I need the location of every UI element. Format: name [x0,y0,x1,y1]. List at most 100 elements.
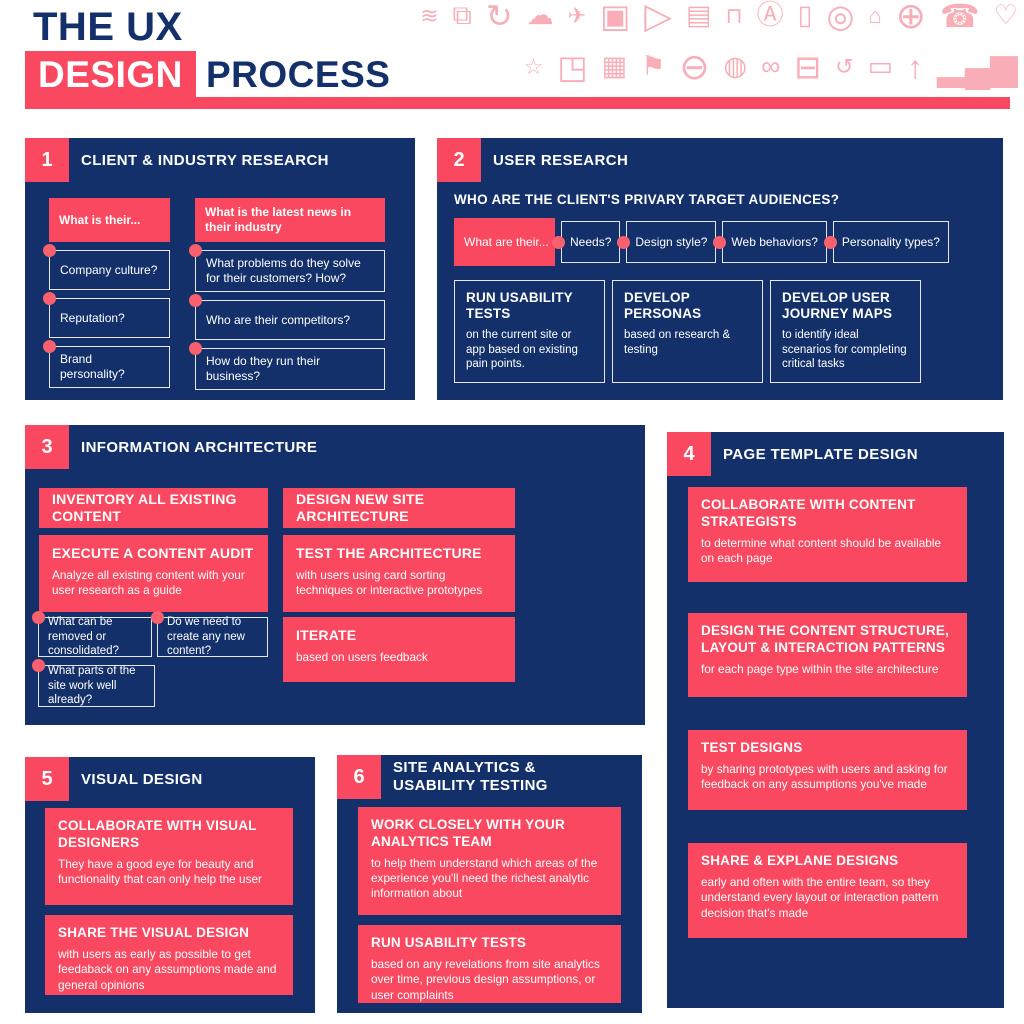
step-title: DESIGN THE CONTENT STRUCTURE, LAYOUT & I… [701,623,950,655]
audience-option-label: Personality types? [841,235,940,249]
audit-question-label: Do we need to create any new content? [167,616,245,658]
step-test-designs: TEST DESIGNS by sharing prototypes with … [688,730,967,810]
question-item: How do they run their business? [189,342,385,390]
section-5-title: VISUAL DESIGN [81,770,203,788]
title-underline-bar [25,97,1010,109]
question-item-label: Who are their competitors? [206,312,351,327]
step-title: COLLABORATE WITH CONTENT STRATEGISTS [701,497,916,529]
question-item: What problems do they solve for their cu… [189,244,385,292]
heart-icon: ♡ [993,0,1018,30]
document-icon: ▯ [797,0,813,30]
step-body: with users using card sorting techniques… [296,567,483,597]
step-title: SHARE & EXPLANE DESIGNS [701,853,899,868]
step-share-visual-design: SHARE THE VISUAL DESIGN with users as ea… [45,915,293,995]
inbox-icon: ⊟ [794,48,822,85]
section-client-industry-research: 1 CLIENT & INDUSTRY RESEARCH What is the… [25,138,415,400]
question-item: Company culture? [43,244,170,290]
question-column-left: What is their... Company culture? Reputa… [43,198,170,388]
section-page-template-design: 4 PAGE TEMPLATE DESIGN COLLABORATE WITH … [667,432,1004,1008]
step-collaborate-visual-designers: COLLABORATE WITH VISUAL DESIGNERS They h… [45,808,293,905]
activity-title: RUN USABILITY TESTS [466,290,573,322]
flag-icon: ⚑ [641,51,666,81]
question-item-label: Reputation? [60,310,125,325]
step-body: early and often with the entire team, so… [701,874,939,920]
connector-dot [713,236,727,249]
step-collaborate-strategists: COLLABORATE WITH CONTENT STRATEGISTS to … [688,487,967,582]
question-item-label: What problems do they solve for their cu… [206,256,361,285]
step-design-architecture: DESIGN NEW SITE ARCHITECTURE [283,488,515,528]
section-6-number-badge: 6 [337,755,381,799]
step-body: based on users feedback [296,649,428,664]
step-title: COLLABORATE WITH VISUAL DESIGNERS [58,818,257,850]
step-title: EXECUTE A CONTENT AUDIT [52,545,254,561]
connector-dot [43,292,56,305]
podcast-icon: ◍ [723,51,748,81]
minus-circle-icon: ⊖ [679,45,710,87]
section-2-title: USER RESEARCH [493,151,629,169]
section-6-title: SITE ANALYTICS & USABILITY TESTING [393,759,548,794]
star-icon: ☆ [523,53,544,79]
connector-dot [32,659,45,672]
plane-icon: ✈ [567,2,587,28]
poster-title-line2: PROCESS [206,53,391,95]
activity-body: based on research & testing [624,328,731,356]
step-test-architecture: TEST THE ARCHITECTURE with users using c… [283,535,515,612]
question-item: Who are their competitors? [189,294,385,340]
screen-share-icon: ⧉ [452,0,472,30]
audience-option: Needs? [552,221,621,263]
audit-question-label: What can be removed or consolidated? [48,616,119,658]
section-site-analytics-usability-testing: 6 SITE ANALYTICS & USABILITY TESTING WOR… [337,755,642,1013]
step-title: INVENTORY ALL EXISTING CONTENT [52,490,237,525]
step-iterate: ITERATE based on users feedback [283,617,515,682]
question-group-header: What is their... [49,198,170,242]
step-body: Analyze all existing content with your u… [52,567,245,597]
step-work-with-analytics-team: WORK CLOSELY WITH YOUR ANALYTICS TEAM to… [358,807,621,915]
audience-option-label: Needs? [570,235,612,249]
question-column-right: What is the latest news in their industr… [189,198,385,390]
audience-lead-box: What are their... [454,218,555,266]
step-body: for each page type within the site archi… [701,661,939,676]
activity-body: on the current site or app based on exis… [466,328,578,371]
section-information-architecture: 3 INFORMATION ARCHITECTURE INVENTORY ALL… [25,425,645,725]
plus-circle-icon: ⊕ [895,0,926,36]
section-user-research: 2 USER RESEARCH WHO ARE THE CLIENT'S PRI… [437,138,1003,400]
connector-dot [43,340,56,353]
connector-dot [189,294,202,307]
activity-card: DEVELOP USER JOURNEY MAPS to identify id… [770,280,921,383]
section-visual-design: 5 VISUAL DESIGN COLLABORATE WITH VISUAL … [25,757,315,1013]
step-title: ITERATE [296,627,357,643]
step-title: TEST THE ARCHITECTURE [296,545,482,561]
video-camera-icon: ▷ [644,0,672,36]
connector-dot [617,236,631,249]
connector-dot [552,236,565,249]
activity-body: to identify ideal scenarios for completi… [782,328,907,371]
section-3-title: INFORMATION ARCHITECTURE [81,438,318,456]
waveform-icon: ≋ [420,2,439,28]
audience-option: Design style? [617,221,717,263]
research-activities-row: RUN USABILITY TESTS on the current site … [454,280,921,383]
step-body: to help them understand which areas of t… [371,855,598,901]
step-inventory-content: INVENTORY ALL EXISTING CONTENT [39,488,268,528]
step-body: with users as early as possible to get f… [58,946,277,992]
step-body: to determine what content should be avai… [701,535,942,566]
step-title: TEST DESIGNS [701,740,803,755]
question-item: Brand personality? [43,340,170,388]
audience-question: WHO ARE THE CLIENT'S PRIVARY TARGET AUDI… [454,192,840,207]
poster-title-highlight: DESIGN [25,51,196,98]
step-body: based on any revelations from site analy… [371,956,600,1002]
step-body: by sharing prototypes with users and ask… [701,761,948,792]
audit-question: What parts of the site work well already… [32,659,155,707]
presentation-icon: ⊓ [725,2,743,28]
ticket-icon: ▭ [867,51,894,81]
audience-row: What are their... Needs? Design style? W… [454,218,949,266]
audience-option-label: Design style? [635,235,708,249]
step-run-usability-tests: RUN USABILITY TESTS based on any revelat… [358,925,621,1003]
section-4-number-badge: 4 [667,432,711,476]
step-title: RUN USABILITY TESTS [371,935,527,950]
printer-icon: ▤ [685,0,712,30]
activity-title: DEVELOP PERSONAS [624,290,702,322]
phone-icon: ☎ [939,0,980,34]
letter-a-icon: Ⓐ [756,0,784,30]
question-item-label: How do they run their business? [206,354,321,383]
activity-card: DEVELOP PERSONAS based on research & tes… [612,280,763,383]
